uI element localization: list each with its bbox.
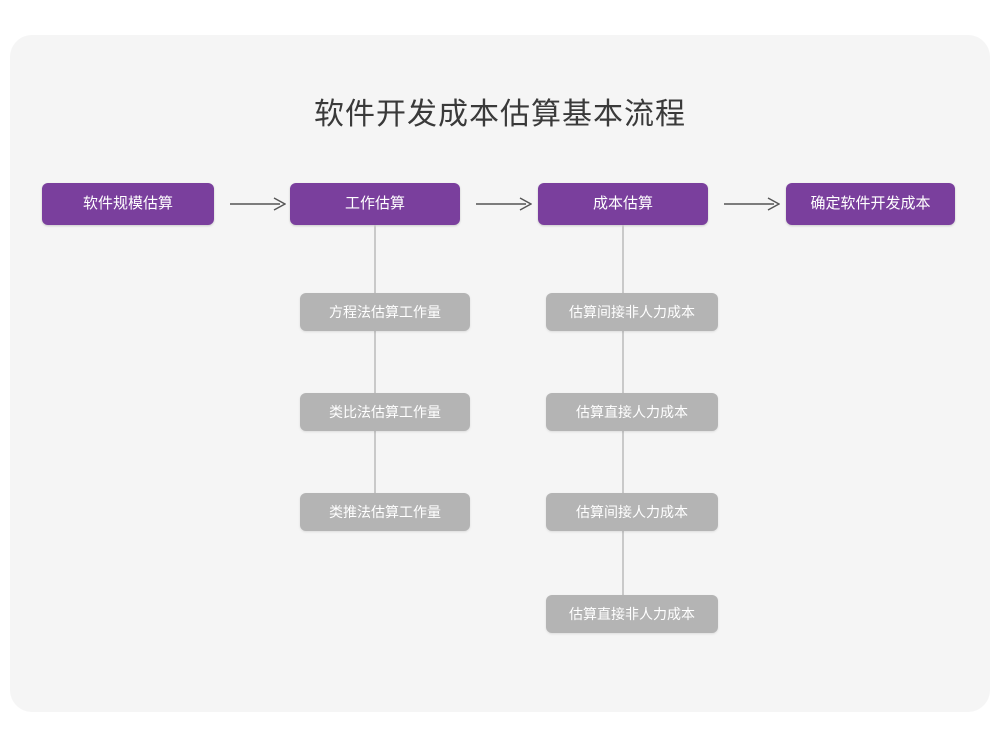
arrow-right-icon	[724, 197, 780, 211]
sub-box-indirect-nonlabor-cost[interactable]: 估算间接非人力成本	[546, 293, 718, 331]
arrow-right-icon	[230, 197, 286, 211]
stage-box-effort-estimation[interactable]: 工作估算	[290, 183, 460, 225]
sub-box-inference-method[interactable]: 类推法估算工作量	[300, 493, 470, 531]
sub-box-indirect-labor-cost[interactable]: 估算间接人力成本	[546, 493, 718, 531]
sub-box-analogy-method[interactable]: 类比法估算工作量	[300, 393, 470, 431]
stage-box-software-scale-estimation[interactable]: 软件规模估算	[42, 183, 214, 225]
connector-line-effort	[374, 225, 376, 515]
sub-box-direct-labor-cost[interactable]: 估算直接人力成本	[546, 393, 718, 431]
diagram-card: 软件开发成本估算基本流程 软件规模估算 工作估算 成本估算 确定软件开发成本 方…	[10, 35, 990, 712]
sub-box-direct-nonlabor-cost[interactable]: 估算直接非人力成本	[546, 595, 718, 633]
sub-box-equation-method[interactable]: 方程法估算工作量	[300, 293, 470, 331]
page-title: 软件开发成本估算基本流程	[314, 98, 686, 131]
stage-box-determine-development-cost[interactable]: 确定软件开发成本	[786, 183, 955, 225]
arrow-right-icon	[476, 197, 532, 211]
stage-box-cost-estimation[interactable]: 成本估算	[538, 183, 708, 225]
